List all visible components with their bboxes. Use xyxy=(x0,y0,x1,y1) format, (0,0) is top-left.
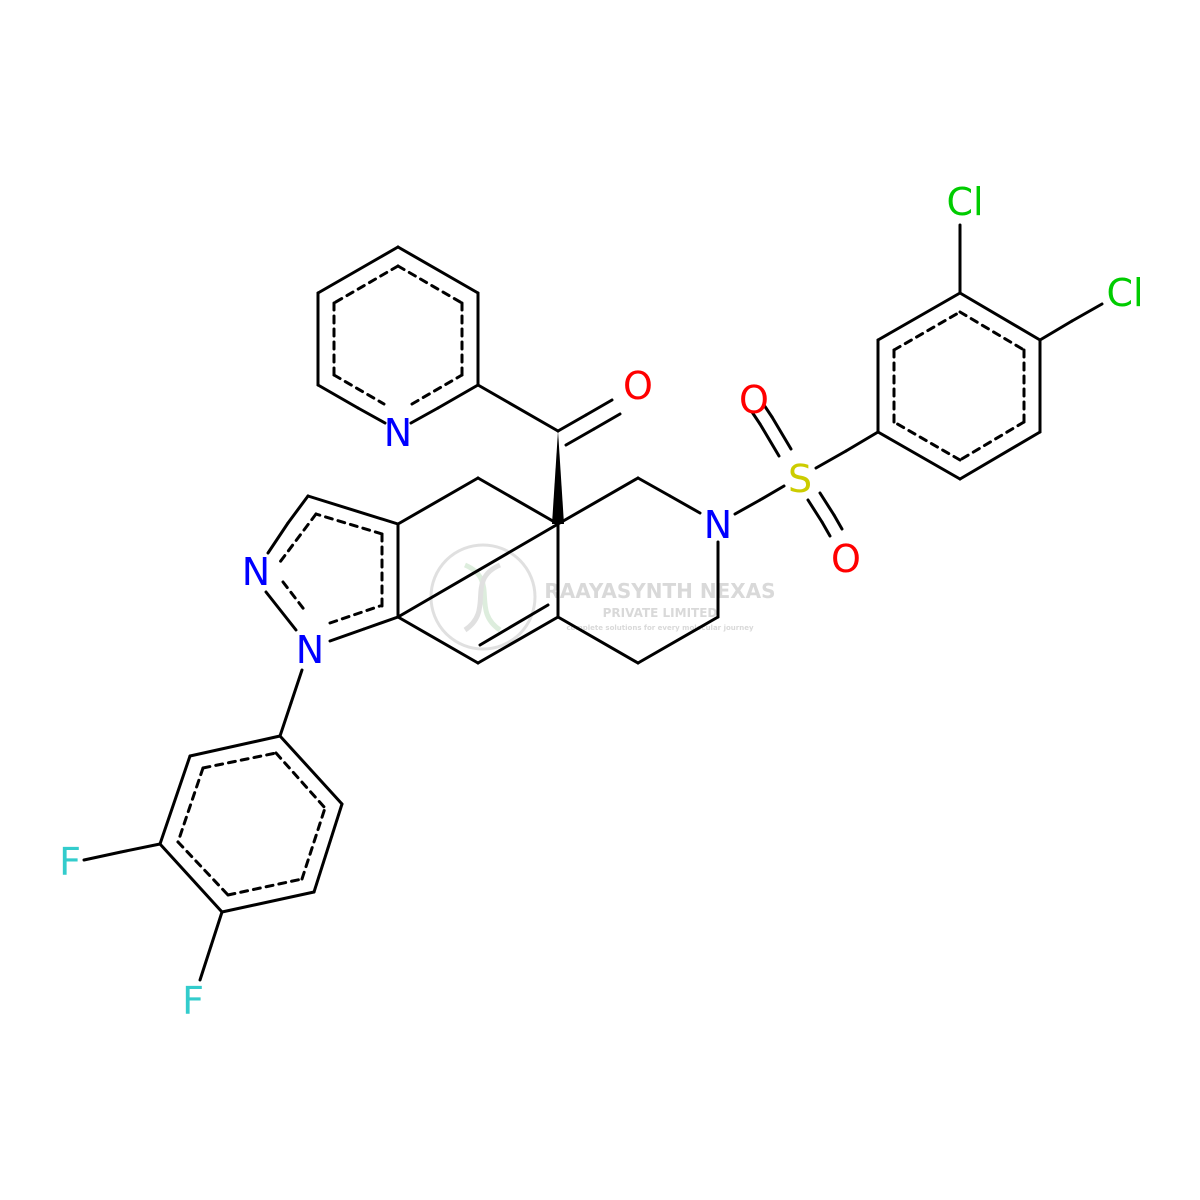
atom-o-sulfonyl-bottom: O xyxy=(831,537,861,581)
watermark: RAAYASYNTH NEXAS PRIVATE LIMITED complet… xyxy=(429,543,776,651)
dichlorophenyl-ring xyxy=(876,223,1104,481)
watermark-tagline: complete solutions for every molecular j… xyxy=(566,624,753,632)
pyridine-ring xyxy=(316,245,480,425)
stereo-wedge-bond xyxy=(552,431,564,524)
atom-n-pyrazole-1: N xyxy=(296,628,324,672)
atom-o-sulfonyl-top: O xyxy=(739,378,769,422)
core-ring-system xyxy=(396,476,720,665)
sulfonyl-group xyxy=(733,403,880,538)
atom-n-pyrazole-2: N xyxy=(242,550,270,594)
difluorophenyl-ring xyxy=(82,668,344,982)
atom-cl-top: Cl xyxy=(946,180,983,224)
atom-f-bottom: F xyxy=(182,979,204,1023)
atom-o-ketone: O xyxy=(623,364,653,408)
atom-n-piperidine: N xyxy=(704,503,732,547)
pyrazole-ring xyxy=(264,494,400,643)
atom-s-sulfonyl: S xyxy=(788,457,812,501)
atom-n-pyridine: N xyxy=(384,411,412,455)
atom-f-left: F xyxy=(59,840,81,884)
watermark-company-type: PRIVATE LIMITED xyxy=(603,606,718,620)
watermark-company-name: RAAYASYNTH NEXAS xyxy=(544,579,775,603)
atom-cl-right: Cl xyxy=(1106,271,1143,315)
ketone-group xyxy=(476,383,622,524)
